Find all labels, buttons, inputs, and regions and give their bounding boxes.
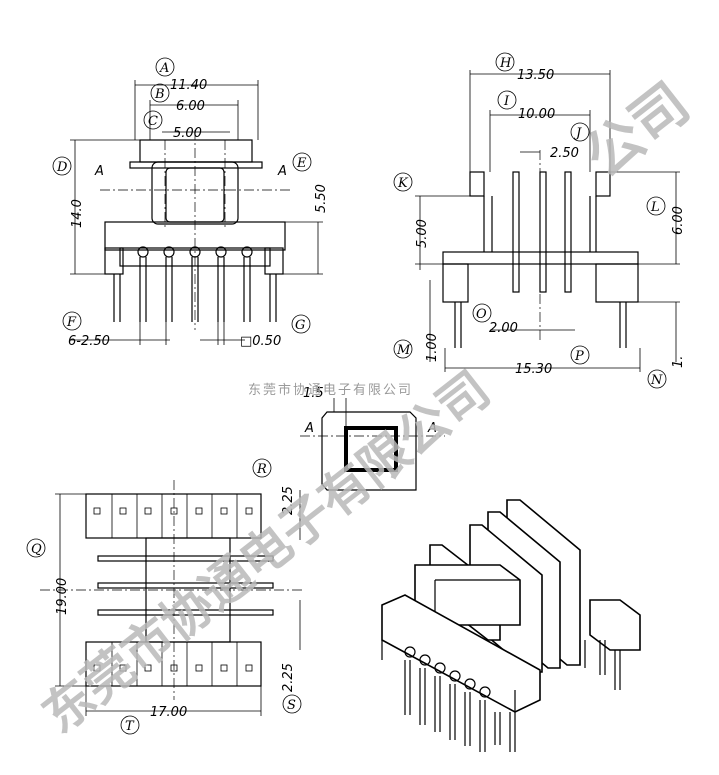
dim-M-value: 1.00 xyxy=(425,333,440,362)
dim-H-value: 13.50 xyxy=(517,68,554,83)
section-label-right: A xyxy=(277,164,287,179)
dim-K-value: 5.00 xyxy=(415,219,430,248)
dim-T-value: 17.00 xyxy=(150,705,187,720)
marker-C: C xyxy=(143,110,163,130)
front-base-bottom xyxy=(119,247,271,267)
svg-text:L: L xyxy=(650,200,660,215)
svg-text:K: K xyxy=(397,176,409,191)
section-outline xyxy=(321,411,417,491)
side-fin-3 xyxy=(564,171,572,293)
front-top-cap xyxy=(139,139,253,163)
svg-text:Q: Q xyxy=(31,542,42,557)
section-view-label-right: A xyxy=(427,421,437,436)
bottom-view: 19.00 2.25 2.25 17.00 Q R S T xyxy=(26,458,305,735)
svg-text:D: D xyxy=(56,160,68,175)
bottom-rib-3 xyxy=(97,609,274,616)
marker-I: I xyxy=(497,90,517,110)
svg-text:R: R xyxy=(256,462,267,477)
marker-Q: Q xyxy=(26,538,46,558)
marker-B: B xyxy=(150,83,170,103)
section-square xyxy=(344,426,398,472)
dim-Q-value: 19.00 xyxy=(55,578,70,615)
front-pins xyxy=(113,246,277,322)
dim-S-value: 2.25 xyxy=(281,663,296,692)
marker-D: D xyxy=(52,156,72,176)
section-view: 1.5 A A xyxy=(300,386,445,491)
front-core-inner xyxy=(165,167,225,223)
bottom-dimensions xyxy=(55,490,301,716)
section-view-label-left: A xyxy=(304,421,314,436)
dim-D-value: 14.0 xyxy=(70,199,85,228)
dim-L-value: 6.00 xyxy=(671,206,686,235)
svg-text:E: E xyxy=(296,156,307,171)
marker-P: P xyxy=(570,345,590,365)
marker-S: S xyxy=(282,694,302,714)
marker-M: M xyxy=(393,339,413,359)
marker-N: N xyxy=(647,369,667,389)
side-fin-1 xyxy=(512,171,520,293)
side-flange-left xyxy=(469,171,485,197)
marker-E: E xyxy=(292,152,312,172)
front-view: 11.40 6.00 5.00 14.0 5.50 6-2.50 □0.50 A… xyxy=(52,57,329,349)
svg-text:F: F xyxy=(66,315,77,330)
isometric-view xyxy=(381,499,641,752)
side-fin-2 xyxy=(539,171,547,293)
svg-text:I: I xyxy=(503,94,510,109)
side-flange-right xyxy=(595,171,611,197)
marker-J: J xyxy=(570,122,590,142)
watermark-caption: 东莞市协通电子有限公司 xyxy=(248,382,413,398)
marker-A: A xyxy=(155,57,175,77)
svg-text:B: B xyxy=(154,87,165,102)
side-view: 13.50 10.00 2.50 5.00 6.00 2.00 15.30 1.… xyxy=(393,52,686,389)
marker-O: O xyxy=(472,303,492,323)
marker-R: R xyxy=(252,458,272,478)
svg-text:M: M xyxy=(396,343,411,358)
side-base-right xyxy=(595,263,639,303)
dim-F-value: 6-2.50 xyxy=(68,334,110,349)
side-base-left xyxy=(442,263,469,303)
svg-text:H: H xyxy=(499,56,512,71)
marker-G: G xyxy=(291,314,311,334)
marker-F: F xyxy=(62,311,82,331)
marker-K: K xyxy=(393,172,413,192)
dim-O-value: 2.00 xyxy=(489,321,518,336)
bottom-rib-2 xyxy=(97,582,274,589)
dim-I-value: 10.00 xyxy=(518,107,555,122)
front-base xyxy=(104,221,286,251)
bottom-pin-cells xyxy=(93,494,253,686)
dim-P-value: 15.30 xyxy=(515,362,552,377)
marker-H: H xyxy=(495,52,515,72)
marker-L: L xyxy=(646,196,666,216)
front-dimensions xyxy=(70,80,323,345)
dim-J-value: 2.50 xyxy=(550,146,579,161)
svg-text:C: C xyxy=(148,114,158,129)
dim-A-value: 11.40 xyxy=(170,78,207,93)
section-label-left: A xyxy=(94,164,104,179)
svg-text:N: N xyxy=(650,373,663,388)
dim-sq-value: 1.5 xyxy=(303,386,324,401)
front-top-flange xyxy=(129,161,263,169)
svg-text:P: P xyxy=(574,349,584,364)
bottom-rib-1 xyxy=(97,555,274,562)
svg-text:J: J xyxy=(573,126,582,141)
dim-B-value: 6.00 xyxy=(176,99,205,114)
svg-text:S: S xyxy=(287,698,296,713)
svg-text:G: G xyxy=(295,318,305,333)
side-base xyxy=(442,251,639,265)
svg-text:O: O xyxy=(476,307,487,322)
dim-E-value: 5.50 xyxy=(314,184,329,213)
dim-C-value: 5.00 xyxy=(173,126,202,141)
front-foot-right xyxy=(264,247,284,275)
svg-text:A: A xyxy=(159,61,169,76)
side-dimensions xyxy=(415,70,680,372)
svg-text:T: T xyxy=(125,719,135,734)
watermark-corner: 公司 xyxy=(574,71,702,191)
dim-N-value: 1. xyxy=(671,356,686,368)
marker-T: T xyxy=(120,715,140,735)
dim-R-value: 2.25 xyxy=(281,486,296,515)
dim-G-value: □0.50 xyxy=(240,334,281,349)
iso-pins xyxy=(404,640,621,752)
iso-base-right xyxy=(589,599,641,651)
